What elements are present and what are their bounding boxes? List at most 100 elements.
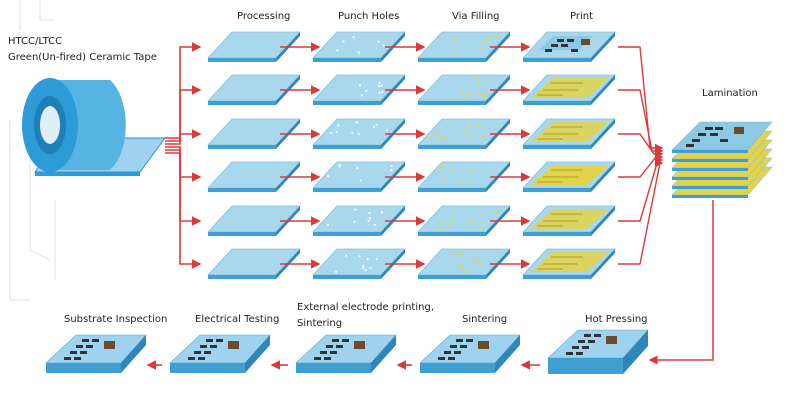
sheet-edge-side	[591, 75, 615, 105]
punch-hole	[338, 164, 341, 167]
sheet-r5-c4	[522, 205, 616, 236]
substrate-pad	[204, 351, 211, 354]
lamination-layer-edge	[672, 159, 748, 162]
substrate-front	[420, 363, 495, 373]
substrate-pad	[460, 345, 467, 348]
substrate-pad	[450, 345, 457, 348]
substrate-pad	[320, 351, 327, 354]
column-label-print: Print	[570, 11, 594, 22]
sheet-edge-front	[523, 275, 591, 279]
sheet-top	[417, 205, 511, 233]
punch-hole	[378, 81, 381, 84]
punch-hole	[352, 36, 355, 39]
sheet-r2-c1	[207, 74, 301, 105]
filled-via	[429, 137, 433, 141]
filled-via	[467, 95, 471, 99]
print-pad	[557, 39, 564, 42]
sheet-top	[312, 205, 406, 233]
punch-hole	[377, 85, 380, 88]
punch-hole	[358, 84, 362, 87]
sheet-r5-c1	[207, 205, 301, 236]
substrate-front	[46, 363, 121, 373]
punch-hole	[354, 208, 357, 211]
filled-via	[451, 218, 455, 221]
punch-hole	[335, 130, 338, 133]
substrate-pad	[466, 339, 473, 342]
filled-via	[459, 264, 462, 267]
filled-via	[459, 252, 462, 256]
lamination-pad	[705, 127, 713, 130]
feed-arrow	[165, 146, 202, 182]
sheet-top	[312, 248, 406, 276]
substrate-pad	[572, 346, 579, 349]
filled-via	[439, 167, 443, 170]
lamination-to-hot-press-arrow	[648, 200, 714, 365]
sheet-edge-front	[313, 188, 381, 192]
substrate-pad	[86, 345, 93, 348]
sheet-top	[207, 248, 301, 276]
filled-via	[443, 177, 447, 181]
filled-via	[475, 257, 478, 261]
sheet-edge-side	[591, 119, 615, 149]
sheet-top	[207, 74, 301, 102]
substrate-pad	[216, 339, 223, 342]
lamination-layer-edge	[672, 186, 748, 189]
sheet-edge-side	[591, 162, 615, 192]
filled-via	[468, 92, 471, 95]
sheet-edge-front	[313, 58, 381, 62]
column-label-processing: Processing	[237, 11, 291, 22]
sheet-edge-front	[313, 232, 381, 236]
substrate-pad	[314, 357, 321, 360]
punch-hole	[381, 90, 384, 93]
hot-pressing-substrate	[547, 329, 649, 374]
substrate-front	[296, 363, 371, 373]
filled-via	[478, 263, 482, 267]
filled-via	[465, 130, 468, 134]
punch-hole	[372, 125, 375, 128]
punch-hole	[357, 132, 360, 135]
printed-area	[531, 122, 609, 142]
filled-via	[488, 35, 491, 38]
print-trace	[537, 126, 583, 140]
substrate-pad	[578, 340, 585, 343]
column-label-punch-holes: Punch Holes	[338, 11, 400, 22]
decor-line	[9, 120, 30, 301]
lamination-stack	[671, 121, 773, 198]
punch-hole	[382, 44, 385, 47]
decor-line	[39, 0, 55, 21]
stack-arrow	[618, 155, 664, 222]
sheet-edge-front	[418, 101, 486, 105]
sheet-edge-front	[523, 232, 591, 236]
substrate-pad	[456, 339, 463, 342]
punch-hole	[330, 132, 333, 135]
substrate-chip	[354, 341, 365, 349]
sheet-edge-front	[523, 101, 591, 105]
punch-hole	[366, 258, 369, 261]
sheet-r4-c4	[522, 161, 616, 192]
punch-hole	[369, 266, 372, 269]
sheet-top	[207, 205, 301, 233]
sheet-r6-c2	[312, 248, 406, 279]
filled-via	[458, 180, 461, 184]
print-chip	[581, 39, 590, 45]
filled-via	[440, 227, 443, 230]
filled-via	[442, 137, 445, 141]
punch-hole	[351, 131, 354, 134]
substrate-pad	[342, 339, 349, 342]
printed-area	[531, 165, 609, 185]
lamination-pad	[720, 139, 728, 142]
filled-via	[477, 83, 480, 86]
substrate-pad	[336, 345, 343, 348]
sheet-top	[417, 31, 511, 59]
filled-via	[460, 266, 464, 269]
filled-via	[496, 35, 499, 38]
substrate-pad	[444, 351, 451, 354]
substrate-side	[495, 335, 520, 373]
sheet-r2-c4	[522, 74, 616, 105]
ceramic-tape-roll	[22, 78, 166, 176]
sheet-edge-front	[418, 232, 486, 236]
substrate-pad	[200, 345, 207, 348]
print-pad	[567, 39, 574, 42]
stack-arrow	[618, 158, 664, 265]
